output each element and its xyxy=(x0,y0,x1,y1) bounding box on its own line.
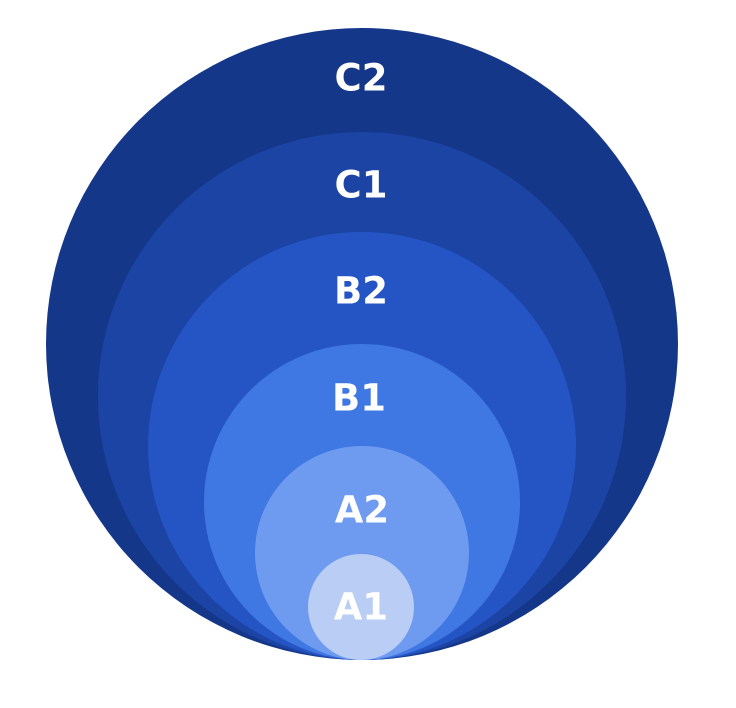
label-b2: B2 xyxy=(334,270,388,313)
label-b1: B1 xyxy=(332,377,386,420)
label-c1: C1 xyxy=(335,164,388,207)
label-a1: A1 xyxy=(334,586,388,629)
label-c2: C2 xyxy=(335,57,388,100)
circle-a1 xyxy=(308,554,414,660)
label-a2: A2 xyxy=(335,489,389,532)
